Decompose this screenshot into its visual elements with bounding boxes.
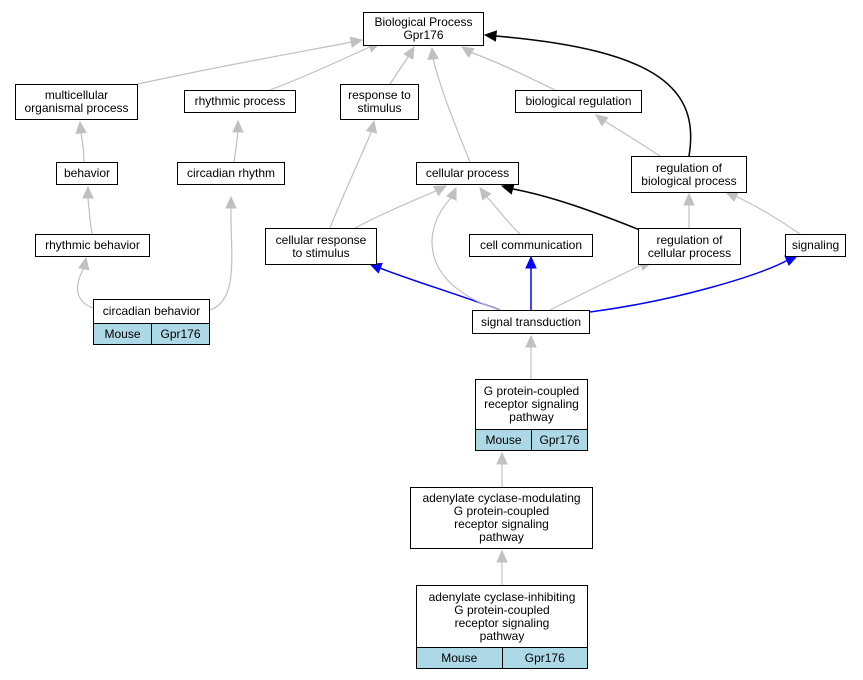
edge-mop-to-bp-arrowhead (349, 36, 364, 48)
edge-breg-to-bp-arrowhead (460, 46, 475, 58)
edge-sig-to-rbp-arrowhead (724, 191, 739, 202)
node-response-to-stimulus[interactable]: response to stimulus (340, 84, 419, 120)
node-signal-transduction[interactable]: signal transduction (472, 310, 590, 334)
node-rhythmic-process[interactable]: rhythmic process (184, 90, 296, 113)
edge-rbeh-to-beh (87, 197, 93, 235)
edge-st-to-cp (431, 196, 501, 311)
edge-acm-to-gpcr-arrowhead (496, 451, 508, 465)
edge-rp-to-bp (269, 45, 373, 91)
edge-crs-to-cp-arrowhead (433, 185, 448, 197)
node-cellular-response-to-stimulus[interactable]: cellular response to stimulus (265, 228, 377, 265)
edge-rbp-to-breg (603, 120, 661, 157)
edge-st-to-sig (589, 259, 789, 313)
edge-cb-to-cr-arrowhead (225, 195, 237, 209)
node-adenylate-cyclase-modulating-gpcr-pathway[interactable]: adenylate cyclase-modulating G protein-c… (410, 487, 593, 549)
edge-cb-to-rbeh-arrowhead (78, 256, 90, 271)
edge-cr-to-rp (233, 129, 239, 163)
edge-cp-to-bp-arrowhead (427, 46, 439, 61)
node-signaling[interactable]: signaling (785, 234, 846, 257)
node-biological-process[interactable]: Biological Process Gpr176 (363, 12, 484, 46)
node-regulation-of-cellular-process[interactable]: regulation of cellular process (638, 228, 741, 265)
annotation-row: Mouse Gpr176 (94, 323, 209, 344)
edge-rbp-to-breg-arrowhead (595, 114, 609, 127)
edge-crs-to-rts (329, 129, 373, 229)
species-cell[interactable]: Mouse (441, 650, 478, 665)
node-multicellular-organismal-process[interactable]: multicellular organismal process (15, 84, 138, 120)
edge-mop-to-bp (137, 41, 353, 85)
edge-st-to-cc-arrowhead (525, 255, 537, 269)
gene-cell[interactable]: Gpr176 (531, 430, 587, 450)
node-g-protein-coupled-receptor-signaling-pathway[interactable]: G protein-coupled receptor signaling pat… (475, 379, 588, 451)
edge-st-to-rcp (549, 264, 643, 311)
edge-beh-to-mop-arrowhead (75, 120, 87, 135)
node-circadian-behavior[interactable]: circadian behavior Mouse Gpr176 (93, 299, 210, 345)
edge-rcp-to-cp (512, 188, 641, 231)
node-cell-communication[interactable]: cell communication (469, 234, 593, 257)
edge-cb-to-rbeh (77, 267, 94, 309)
edge-beh-to-mop (80, 131, 85, 163)
edge-cc-to-cp (485, 195, 521, 235)
node-adenylate-cyclase-inhibiting-gpcr-pathway[interactable]: adenylate cyclase-inhibiting G protein-c… (416, 585, 588, 669)
species-cell[interactable]: Mouse (485, 432, 522, 447)
edge-sig-to-rbp (734, 195, 801, 235)
node-biological-regulation[interactable]: biological regulation (515, 90, 642, 113)
node-cellular-process[interactable]: cellular process (416, 162, 519, 185)
node-regulation-of-biological-process[interactable]: regulation of biological process (631, 156, 747, 193)
species-cell[interactable]: Mouse (104, 326, 141, 341)
edge-cc-to-cp-arrowhead (479, 187, 492, 201)
edge-st-to-cp-arrowhead (446, 186, 457, 201)
annotation-row: Mouse Gpr176 (417, 647, 587, 668)
edge-st-to-sig-arrowhead (784, 255, 799, 266)
node-rhythmic-behavior[interactable]: rhythmic behavior (35, 234, 150, 257)
edge-rcp-to-rbp-arrowhead (683, 192, 695, 206)
edge-crs-to-cp (354, 189, 439, 229)
annotation-row: Mouse Gpr176 (476, 429, 587, 450)
gene-cell[interactable]: Gpr176 (151, 324, 209, 344)
edge-rbp-to-bp-arrowhead (483, 30, 497, 42)
edge-crs-to-rts-arrowhead (365, 119, 378, 134)
edge-gpcr-to-st-arrowhead (525, 334, 537, 348)
edge-breg-to-bp (469, 51, 556, 91)
edge-rbp-to-bp (495, 35, 692, 157)
node-behavior[interactable]: behavior (56, 162, 118, 185)
edge-cr-to-rp-arrowhead (232, 119, 244, 133)
edge-rts-to-bp-arrowhead (403, 45, 415, 60)
edge-cp-to-bp (432, 57, 471, 163)
edge-rts-to-bp (389, 53, 411, 85)
edge-rbeh-to-beh-arrowhead (82, 185, 94, 199)
edge-aci-to-acm-arrowhead (496, 549, 508, 563)
edge-rcp-to-cp-arrowhead (500, 183, 515, 195)
edge-cb-to-cr (209, 206, 233, 311)
node-circadian-rhythm[interactable]: circadian rhythm (177, 162, 285, 185)
gene-cell[interactable]: Gpr176 (501, 648, 588, 668)
